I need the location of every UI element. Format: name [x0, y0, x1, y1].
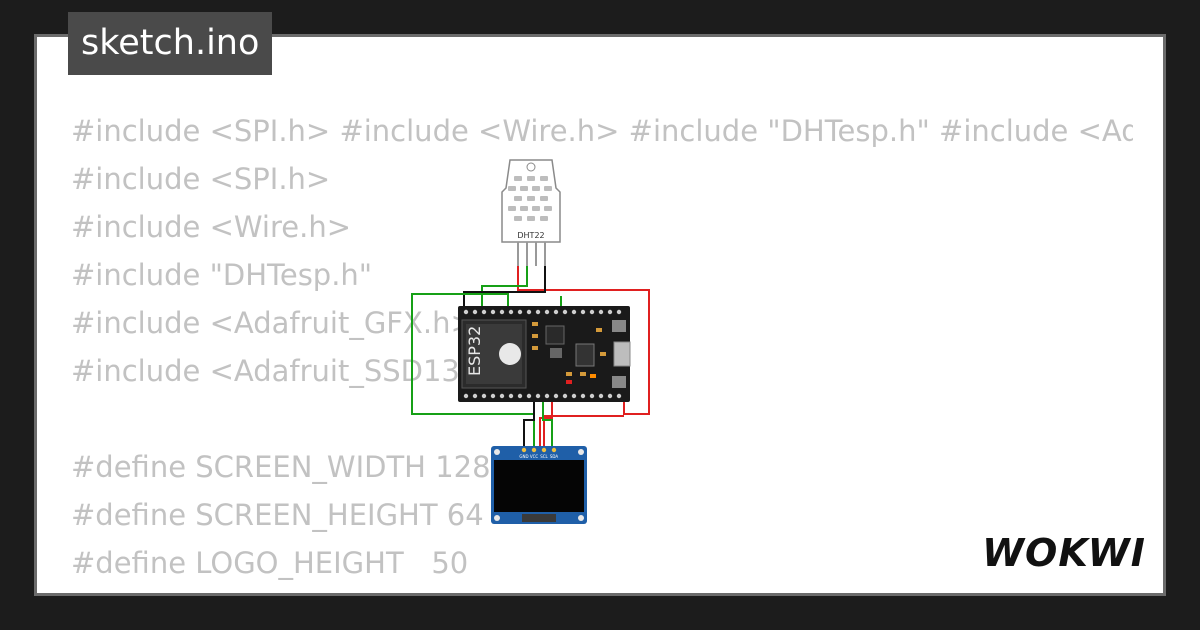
oled-display[interactable]: GND VCC SCL SDA [491, 446, 587, 524]
wire-oled-sda [542, 402, 553, 446]
wire-dht-gnd [463, 266, 546, 306]
code-line: #include <SPI.h> #include <Wire.h> #incl… [71, 114, 1133, 148]
wire-oled-gnd [523, 402, 535, 446]
wokwi-logo: WOKWI [982, 531, 1146, 575]
code-line: #define SCREEN_HEIGHT 64 [71, 498, 484, 532]
code-line: #include <SPI.h> [71, 162, 331, 196]
code-preview: #include <SPI.h> #include <Wire.h> #incl… [71, 107, 1133, 593]
bottom-pin-header [463, 393, 622, 399]
oled-pin-scl: SCL [540, 454, 548, 459]
code-line: #define LOGO_HEIGHT 50 [71, 546, 469, 580]
dht22-sensor[interactable]: DHT22 [501, 159, 561, 243]
oled-pin-sda: SDA [550, 454, 559, 459]
dht22-pins [517, 242, 546, 266]
esp32-label: ESP32 [465, 326, 484, 376]
code-line: #include <Adafruit_GFX.h> [71, 306, 475, 340]
oled-pin-vcc: VCC [530, 454, 539, 459]
code-line: #define SCREEN_WIDTH 128 [71, 450, 491, 484]
wire-oled-scl [539, 402, 553, 446]
esp32-board[interactable]: ESP32 [458, 306, 631, 402]
top-pin-header [463, 309, 622, 315]
filename-tab[interactable]: sketch.ino [68, 12, 273, 75]
code-line: #include <Wire.h> [71, 210, 352, 244]
wokwi-logo-text: WOKWI [982, 531, 1146, 575]
dht22-label: DHT22 [517, 231, 544, 240]
oled-pin-gnd: GND [519, 454, 528, 459]
preview-card: #include <SPI.h> #include <Wire.h> #incl… [34, 34, 1166, 596]
wire-oled-vcc [543, 415, 624, 446]
wires [411, 266, 650, 446]
wire-dht-data [481, 266, 528, 306]
code-line: #include "DHTesp.h" [71, 258, 373, 292]
